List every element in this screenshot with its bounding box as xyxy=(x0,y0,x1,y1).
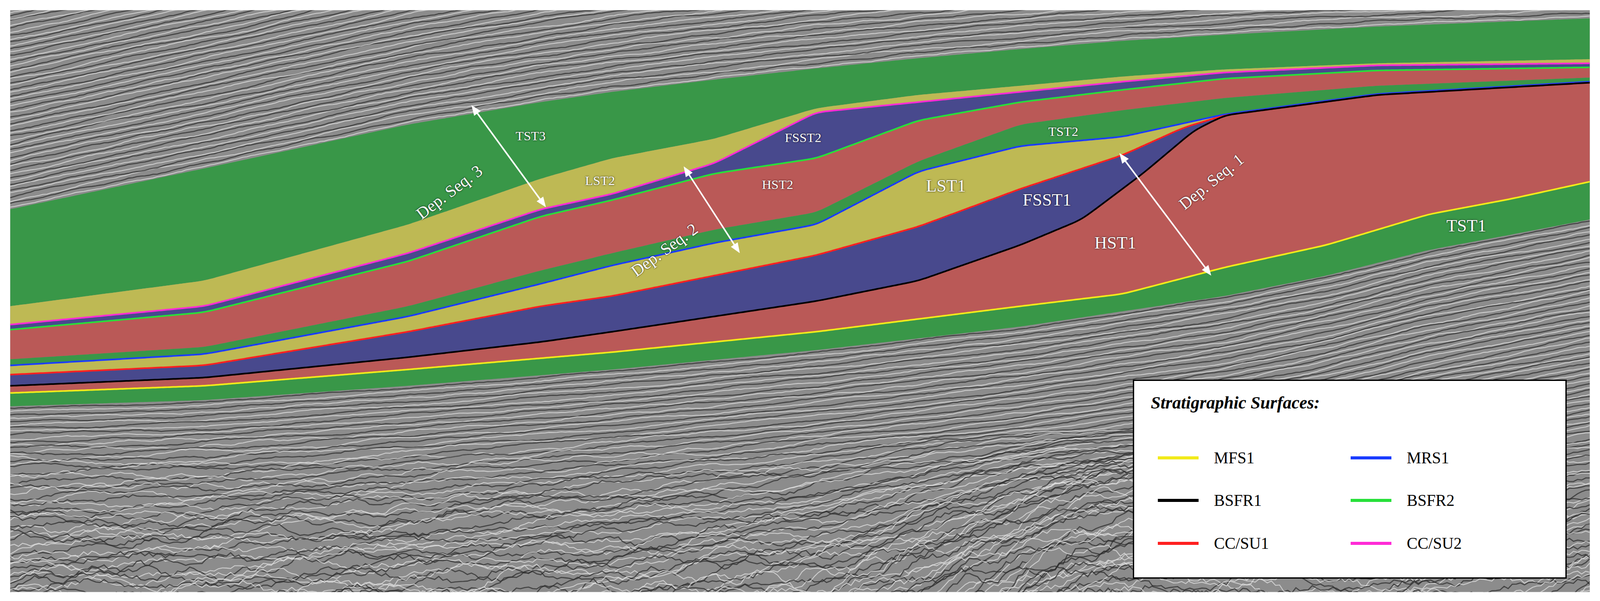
tract-label: HST2 xyxy=(761,177,794,192)
seismic-reflector xyxy=(10,10,1590,13)
tract-label: FSST1 xyxy=(1022,191,1072,209)
legend-item: CC/SU2 xyxy=(1350,532,1462,554)
stratigraphic-surface xyxy=(10,81,1590,366)
tract-label: LST1 xyxy=(925,177,966,195)
stratigraphic-surface xyxy=(10,82,1590,375)
legend-text: BSFR1 xyxy=(1213,492,1262,509)
seismic-reflector xyxy=(10,586,1590,592)
legend-swatch xyxy=(1157,456,1199,460)
arrow-head xyxy=(683,166,693,178)
arrow-head xyxy=(471,105,481,116)
tract-label: TST1 xyxy=(1446,216,1487,235)
stratigraphic-surface xyxy=(10,67,1590,330)
sequence-label: Dep. Seq. 1 xyxy=(1175,150,1247,213)
legend-swatch xyxy=(1350,541,1392,545)
seismic-reflector xyxy=(10,10,1590,21)
sequence-label: Dep. Seq. 2 xyxy=(627,220,701,280)
legend-text: BSFR2 xyxy=(1406,492,1455,509)
tract-label: FSST2 xyxy=(784,131,822,145)
legend-item: MRS1 xyxy=(1350,446,1450,469)
legend-swatch xyxy=(1350,498,1392,502)
thickness-arrow xyxy=(476,111,542,201)
seismic-reflector xyxy=(10,579,1590,593)
seismic-reflector xyxy=(10,590,1590,593)
stratigraphic-surface xyxy=(10,63,1590,325)
arrow-group xyxy=(471,105,1212,276)
tract-label: LST2 xyxy=(585,173,615,188)
seismic-reflector xyxy=(10,10,1590,20)
legend-text: CC/SU1 xyxy=(1213,535,1269,552)
seismic-reflector xyxy=(10,10,1590,28)
seismic-reflector xyxy=(10,10,1590,26)
legend-swatch xyxy=(1350,456,1392,460)
tract-group xyxy=(10,18,1590,407)
legend-title: Stratigraphic Surfaces: xyxy=(1150,393,1320,412)
arrow-head xyxy=(730,242,740,254)
legend-text: CC/SU2 xyxy=(1406,535,1462,552)
legend-item: BSFR2 xyxy=(1350,489,1455,511)
legend-box: MFS1 MRS1BSFR1 BSFR2CC/SU1 CC/SU2 Stratigrap… xyxy=(1132,379,1567,579)
legend-text: MRS1 xyxy=(1406,449,1450,466)
seismic-reflector xyxy=(10,581,1590,593)
legend-item: BSFR1 xyxy=(1157,489,1262,511)
clip-group xyxy=(10,10,1590,592)
tract-label: TST3 xyxy=(515,129,546,143)
stratigraphic-surface xyxy=(10,181,1590,393)
legend-text: MFS1 xyxy=(1213,449,1255,466)
tract-label: TST2 xyxy=(1048,124,1079,139)
thickness-arrow xyxy=(1124,159,1207,270)
seismic-reflector xyxy=(10,10,1590,16)
legend-item: MFS1 xyxy=(1157,446,1255,469)
arrow-head xyxy=(536,196,546,207)
legend-swatch xyxy=(1157,541,1199,545)
arrow-head xyxy=(1119,152,1129,164)
arrow-head xyxy=(1201,264,1211,276)
legend-item: CC/SU1 xyxy=(1157,532,1269,554)
sequence-label: Dep. Seq. 3 xyxy=(412,161,485,222)
stratigraphic-surface xyxy=(10,82,1590,387)
tract-label: HST1 xyxy=(1094,234,1137,252)
reflector-group xyxy=(10,10,1590,592)
seismic-ground xyxy=(10,10,1590,592)
surface-group xyxy=(10,63,1590,393)
legend-swatch xyxy=(1157,498,1199,502)
